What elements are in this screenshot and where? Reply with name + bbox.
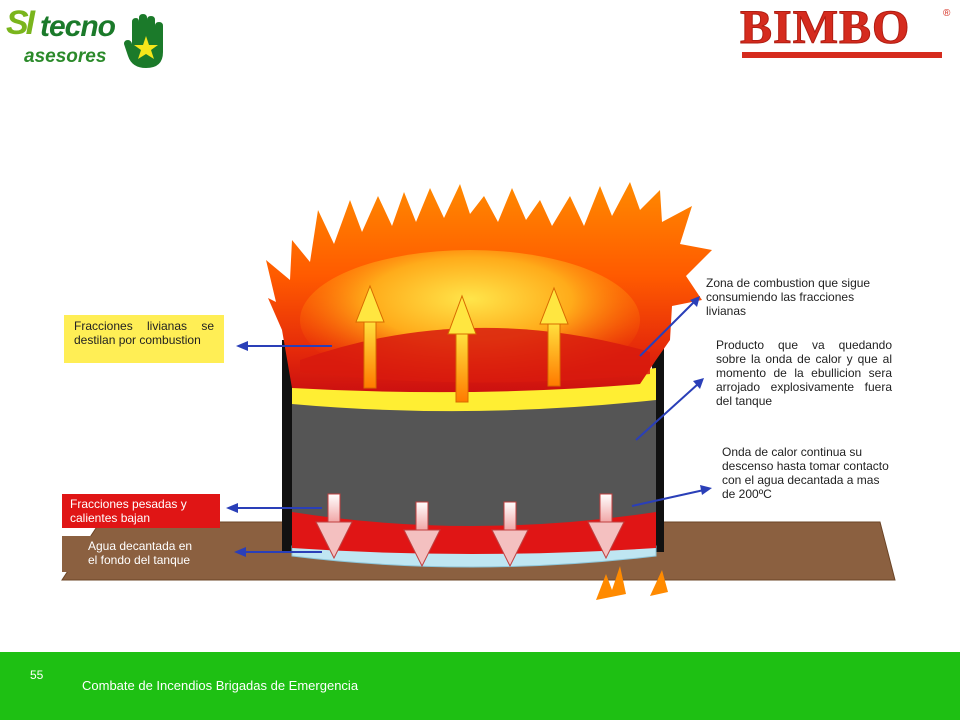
tank-wall-left [282, 340, 294, 552]
rising-arrow [355, 284, 385, 389]
page-number: 55 [30, 668, 44, 682]
bimbo-wordmark: BIMBO [739, 1, 911, 55]
logo-si-text: SI [6, 4, 35, 42]
arrow-to-zona [639, 296, 700, 357]
flame-lower-red [300, 327, 650, 383]
label-zona-combustion: Zona de combustion que sigue consumiendo… [706, 276, 871, 318]
registered-mark: ® [943, 8, 951, 19]
rising-arrow [447, 294, 477, 403]
arrow-to-onda [631, 485, 712, 507]
arrow-to-livianas [236, 341, 332, 351]
footer-title: Combate de Incendios Brigadas de Emergen… [82, 678, 359, 693]
callout-arrows [226, 296, 712, 557]
label-onda-calor: Onda de calor continua su descenso hasta… [722, 445, 889, 501]
product-layer [292, 396, 656, 526]
small-flame [650, 570, 668, 596]
logo-tecno-text: tecno [40, 10, 116, 43]
descending-arrow [315, 493, 353, 560]
label-fracciones-pesadas: Fracciones pesadas y calientes bajan [62, 494, 220, 528]
descending-arrow [403, 501, 441, 568]
arrow-to-producto [635, 378, 704, 441]
bimbo-underline [742, 52, 942, 58]
sitecno-logo: SI tecno asesores [4, 4, 174, 72]
label-fracciones-livianas: Fracciones livianas se destilan por comb… [64, 315, 224, 363]
agua-label-band [62, 536, 234, 572]
descending-arrows [315, 493, 625, 568]
arrow-to-agua [234, 547, 322, 557]
rising-arrow [539, 286, 569, 387]
arrow-to-pesadas [226, 503, 322, 513]
rising-arrows [355, 284, 569, 403]
small-flame [596, 566, 626, 600]
logo-asesores-text: asesores [24, 46, 107, 67]
descending-arrow [491, 501, 529, 568]
descending-arrow [587, 493, 625, 560]
hand-star-icon [124, 14, 163, 68]
bimbo-logo: BIMBO ® [739, 1, 954, 62]
label-producto: Producto que va quedando sobre la onda d… [716, 338, 892, 408]
footer-bar: 55 Combate de Incendios Brigadas de Emer… [0, 652, 960, 720]
label-agua-decantada: Agua decantada en el fondo del tanque [88, 539, 193, 567]
